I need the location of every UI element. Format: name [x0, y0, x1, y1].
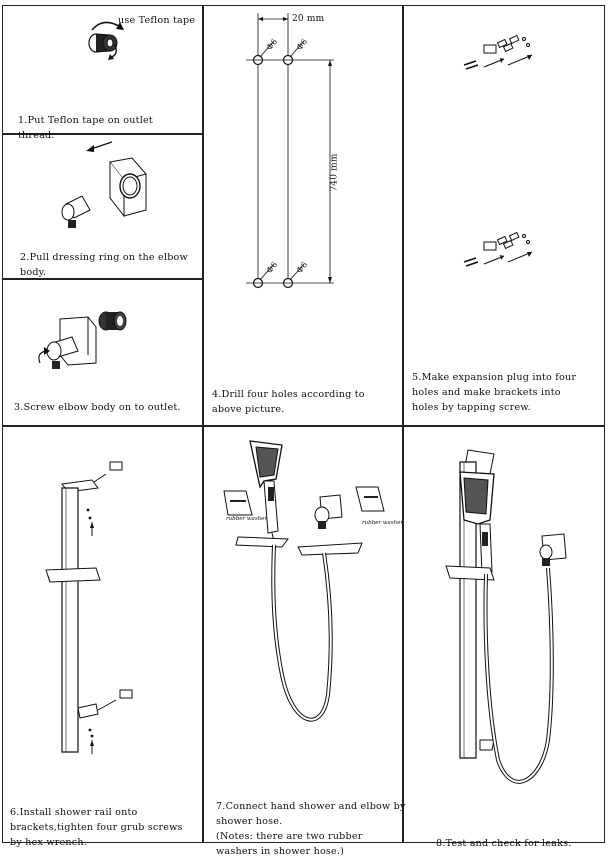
teflon-tape-illustration	[70, 14, 124, 60]
step-4-caption: 4.Drill four holes according to above pi…	[212, 372, 365, 417]
dressing-ring-illustration	[50, 138, 170, 228]
step-text: Pull dressing ring on the elbow body.	[20, 252, 188, 278]
step-2-caption: 2.Pull dressing ring on the elbow body.	[20, 235, 188, 280]
step-3-caption: 3.Screw elbow body on to outlet.	[14, 385, 181, 415]
step-8-caption: 8.Test and check for leaks.	[436, 821, 572, 851]
drill-holes-diagram	[202, 5, 402, 305]
step-text: Connect hand shower and elbow by shower …	[216, 801, 406, 857]
step-number: 3.	[14, 402, 24, 413]
connect-hose-illustration	[202, 435, 402, 755]
step-number: 2.	[20, 252, 30, 263]
step-text: Put Teflon tape on outlet thread.	[18, 115, 153, 141]
step-1-caption: 1.Put Teflon tape on outlet thread.	[18, 98, 153, 143]
step-text: Make expansion plug into four holes and …	[412, 372, 577, 413]
divider-v-left	[202, 5, 204, 843]
divider-v-right	[402, 5, 404, 843]
divider-h-1	[2, 133, 202, 135]
step-number: 1.	[18, 115, 28, 126]
step-number: 8.	[436, 838, 446, 849]
expansion-plug-illustration-bottom	[460, 232, 550, 282]
shower-rail-install-illustration	[2, 440, 202, 740]
step-number: 7.	[216, 801, 226, 812]
step-number: 6.	[10, 807, 20, 818]
teflon-tape-label: use Teflon tape	[118, 15, 196, 26]
height-dimension-label: 740 mm	[329, 153, 340, 192]
rubber-washer-label-left: rubber washer	[226, 516, 268, 522]
step-number: 4.	[212, 389, 222, 400]
step-text: Test and check for leaks.	[445, 838, 572, 849]
spacing-dimension-label: 20 mm	[292, 14, 325, 24]
screw-elbow-illustration	[32, 305, 152, 369]
instruction-sheet	[2, 5, 605, 843]
test-leaks-illustration	[402, 440, 602, 780]
step-text: Screw elbow body on to outlet.	[23, 402, 181, 413]
divider-h-main	[2, 425, 605, 427]
step-text: Drill four holes according to above pict…	[212, 389, 365, 415]
divider-h-2	[2, 278, 202, 280]
step-number: 5.	[412, 372, 422, 383]
rubber-washer-label-right: rubber washer	[362, 520, 404, 526]
step-6-caption: 6.Install shower rail onto brackets,tigh…	[10, 790, 183, 850]
step-5-caption: 5.Make expansion plug into four holes an…	[412, 355, 576, 415]
step-text: Install shower rail onto brackets,tighte…	[10, 807, 183, 848]
expansion-plug-illustration-top	[460, 35, 550, 85]
